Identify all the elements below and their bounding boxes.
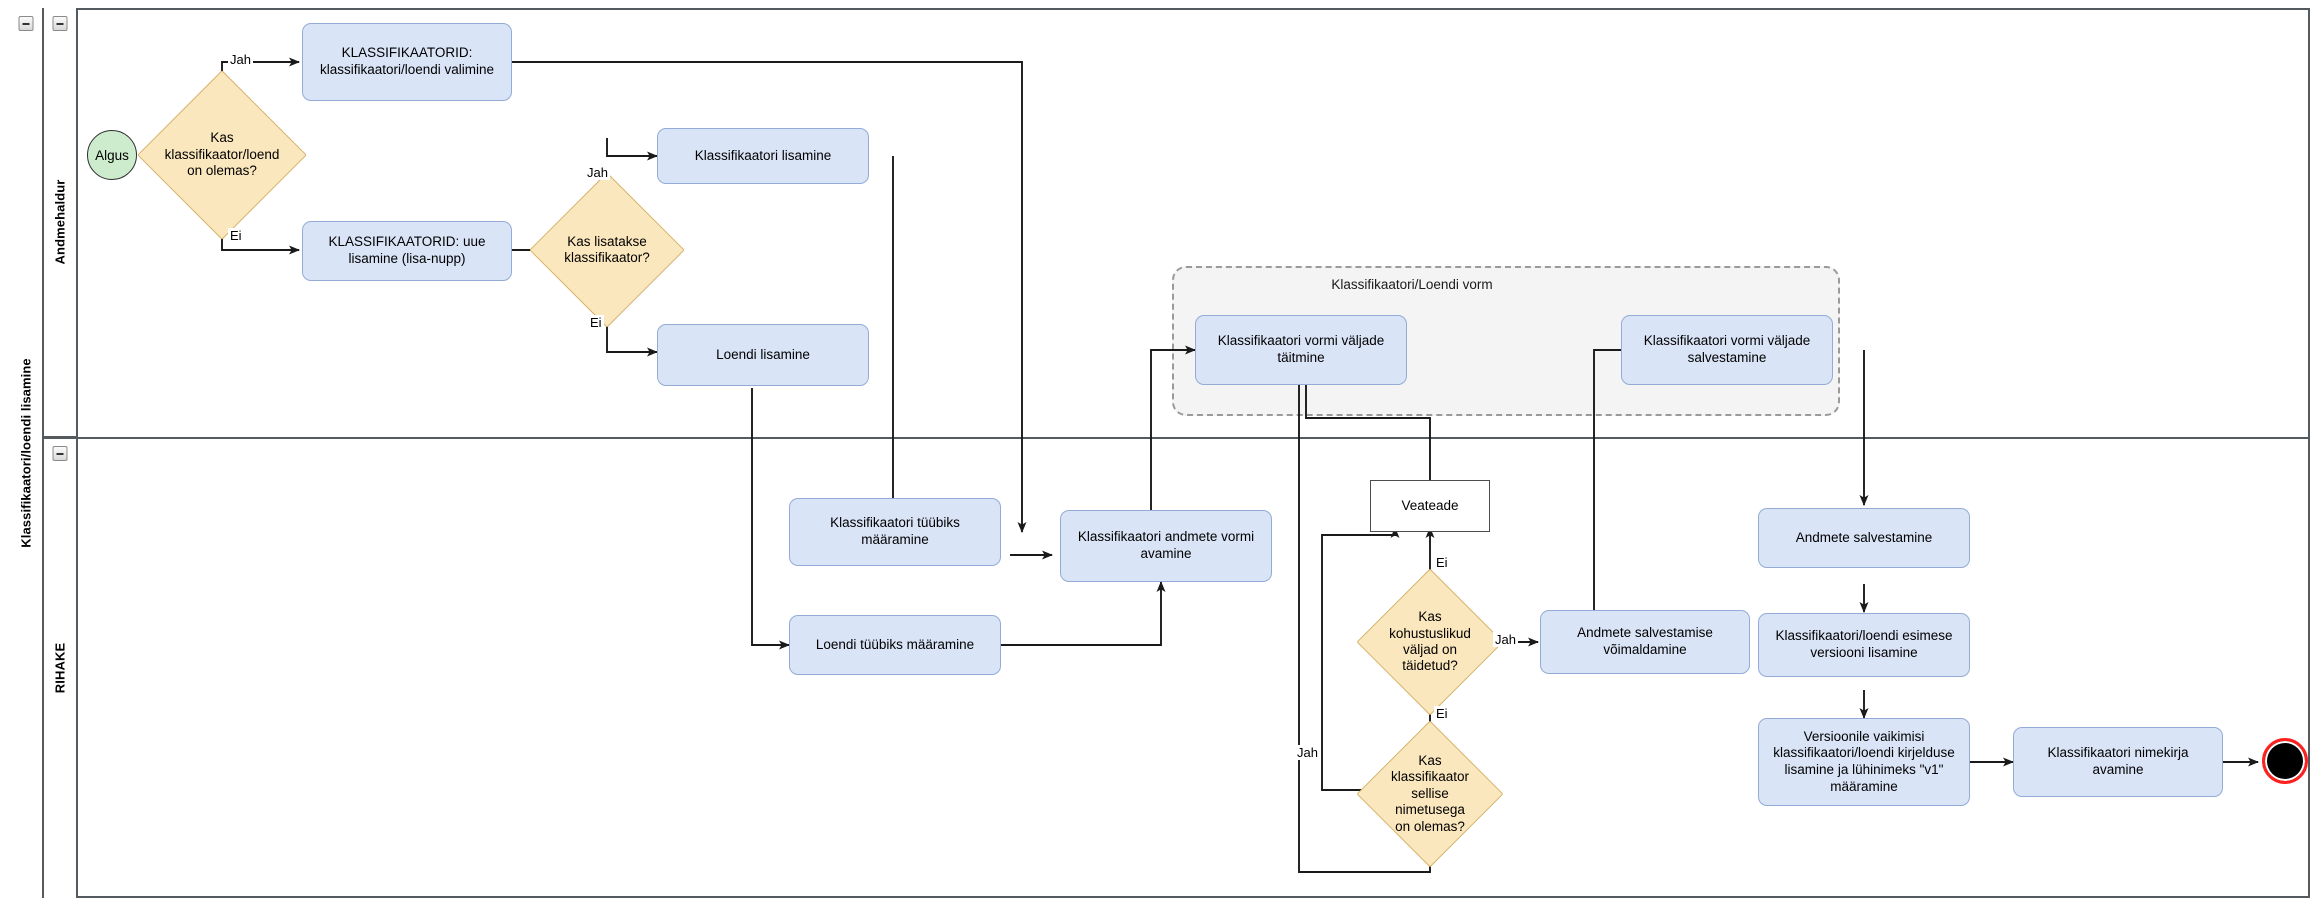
task-label: Veateade bbox=[1401, 497, 1459, 513]
task-label: Versioonile vaikimisi klassifikaatori/lo… bbox=[1773, 728, 1955, 794]
collapse-minus-icon-lane-andmehaldur[interactable] bbox=[52, 16, 68, 31]
task-klassifikaatori-tuubiks-maaramine[interactable]: Klassifikaatori tüübiks määramine bbox=[789, 498, 1001, 566]
start-event-algus[interactable]: Algus bbox=[87, 130, 137, 180]
task-label: KLASSIFIKAATORID: uue lisamine (lisa-nup… bbox=[328, 234, 486, 266]
lane-header-rihake: RIHAKE bbox=[44, 438, 78, 898]
edge-label-g1-no: Ei bbox=[228, 228, 244, 243]
start-event-label: Algus bbox=[95, 147, 129, 163]
task-loendi-tuubiks-maaramine[interactable]: Loendi tüübiks määramine bbox=[789, 615, 1001, 675]
task-andmete-vormi-avamine[interactable]: Klassifikaatori andmete vormi avamine bbox=[1060, 510, 1272, 582]
pool-label: Klassifikaatori/loendi lisamine bbox=[18, 358, 34, 548]
gateway-label: Kas kohustuslikud väljad on täidetud? bbox=[1389, 609, 1471, 674]
group-title: Klassifikaatori/Loendi vorm bbox=[1331, 277, 1493, 292]
edge-label-g2-yes: Jah bbox=[585, 165, 610, 180]
task-andmete-salvestamise-voimaldamine[interactable]: Andmete salvestamise võimaldamine bbox=[1540, 610, 1750, 674]
edge-label-g2-no: Ei bbox=[588, 315, 604, 330]
end-event[interactable] bbox=[2262, 738, 2308, 784]
task-klassifikaatorid-uue-lisamine[interactable]: KLASSIFIKAATORID: uue lisamine (lisa-nup… bbox=[302, 221, 512, 281]
task-label: Andmete salvestamise võimaldamine bbox=[1577, 625, 1713, 657]
lane-header-andmehaldur: Andmehaldur bbox=[44, 8, 78, 438]
task-label: Klassifikaatori nimekirja avamine bbox=[2047, 745, 2189, 777]
task-label: Klassifikaatori/loendi esimese versiooni… bbox=[1775, 628, 1953, 660]
task-label: Loendi lisamine bbox=[716, 346, 810, 362]
task-vormi-valjade-taitmine[interactable]: Klassifikaatori vormi väljade täitmine bbox=[1195, 315, 1407, 385]
task-veateade[interactable]: Veateade bbox=[1370, 480, 1490, 532]
task-label: KLASSIFIKAATORID: klassifikaatori/loendi… bbox=[319, 45, 495, 77]
task-label: Klassifikaatori vormi väljade salvestami… bbox=[1643, 333, 1811, 365]
lane-divider bbox=[44, 437, 2310, 439]
edge-label-g4-yes: Jah bbox=[1295, 745, 1320, 760]
task-label: Andmete salvestamine bbox=[1795, 529, 1933, 545]
edge-label-g4-no: Ei bbox=[1434, 706, 1450, 721]
collapse-minus-icon-lane-rihake[interactable] bbox=[52, 446, 68, 461]
task-loendi-lisamine[interactable]: Loendi lisamine bbox=[657, 324, 869, 386]
gateway-label: Kas klassifikaator/loend on olemas? bbox=[164, 130, 280, 179]
gateway-kas-lisatakse-klassifikaator[interactable]: Kas lisatakse klassifikaator? bbox=[529, 172, 685, 328]
edge-label-g1-yes: Jah bbox=[228, 52, 253, 67]
gateway-label: Kas lisatakse klassifikaator? bbox=[564, 233, 650, 265]
task-label: Klassifikaatori lisamine bbox=[694, 147, 832, 163]
task-klassifikaatori-lisamine[interactable]: Klassifikaatori lisamine bbox=[657, 128, 869, 184]
task-versioonile-vaikimisi-kirjeldus[interactable]: Versioonile vaikimisi klassifikaatori/lo… bbox=[1758, 718, 1970, 806]
task-klassifikaatori-nimekirja-avamine[interactable]: Klassifikaatori nimekirja avamine bbox=[2013, 727, 2223, 797]
gateway-kas-klassifikaator-loend-on-olemas[interactable]: Kas klassifikaator/loend on olemas? bbox=[137, 70, 307, 240]
gateway-label: Kas klassifikaator sellise nimetusega on… bbox=[1390, 752, 1470, 834]
task-label: Klassifikaatori tüübiks määramine bbox=[830, 515, 960, 547]
task-klassifikaatorid-valimine[interactable]: KLASSIFIKAATORID: klassifikaatori/loendi… bbox=[302, 23, 512, 101]
lane-label-rihake: RIHAKE bbox=[52, 642, 68, 694]
task-label: Klassifikaatori andmete vormi avamine bbox=[1077, 529, 1255, 561]
pool-header: Klassifikaatori/loendi lisamine bbox=[10, 8, 44, 898]
collapse-minus-icon-pool[interactable] bbox=[18, 16, 34, 31]
task-vormi-valjade-salvestamine[interactable]: Klassifikaatori vormi väljade salvestami… bbox=[1621, 315, 1833, 385]
edge-label-g3-no: Ei bbox=[1434, 555, 1450, 570]
task-label: Klassifikaatori vormi väljade täitmine bbox=[1217, 333, 1385, 365]
task-esimese-versiooni-lisamine[interactable]: Klassifikaatori/loendi esimese versiooni… bbox=[1758, 613, 1970, 677]
task-label: Loendi tüübiks määramine bbox=[815, 636, 975, 652]
task-andmete-salvestamine[interactable]: Andmete salvestamine bbox=[1758, 508, 1970, 568]
lane-label-andmehaldur: Andmehaldur bbox=[52, 179, 68, 265]
gateway-kas-klassifikaator-sellise-nimetusega-olemas[interactable]: Kas klassifikaator sellise nimetusega on… bbox=[1356, 720, 1504, 868]
gateway-kas-kohustuslikud-valjad-taidetud[interactable]: Kas kohustuslikud väljad on täidetud? bbox=[1356, 568, 1504, 716]
edge-label-g3-yes: Jah bbox=[1493, 632, 1518, 647]
